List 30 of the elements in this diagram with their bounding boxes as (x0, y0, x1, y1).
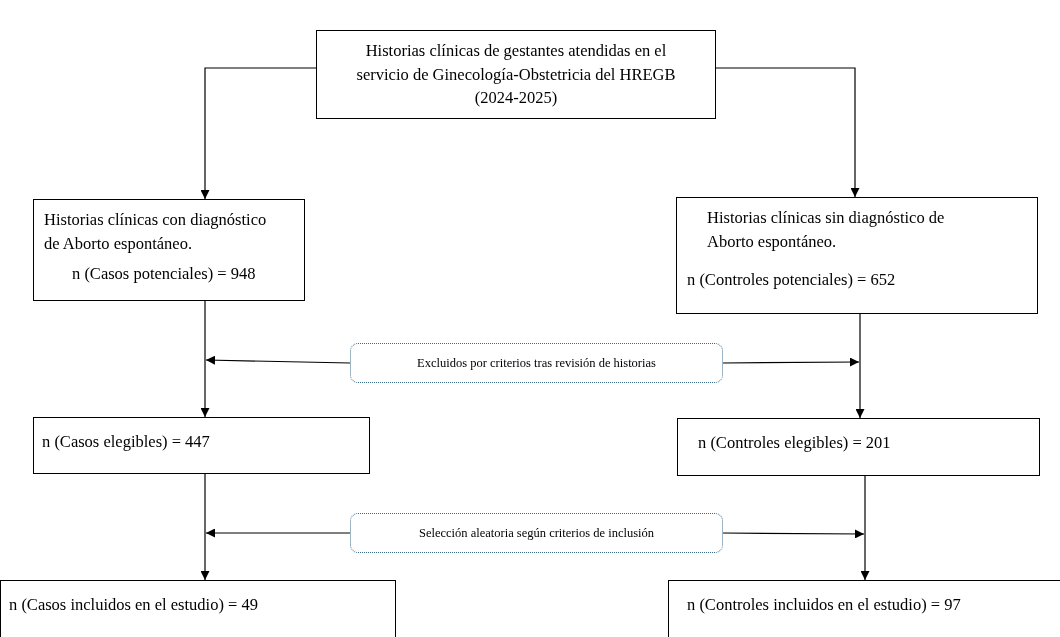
note-box (350, 343, 723, 383)
process-box (0, 580, 396, 637)
box-text: Excluidos por criterios tras revisión de historias (417, 354, 656, 372)
process-box (33, 417, 370, 474)
arrow (200, 300, 210, 418)
process-box (33, 199, 305, 301)
box-text: n (Casos potenciales) = 948 (72, 262, 256, 285)
note-box (350, 513, 723, 553)
box-text: n (Controles incluidos en el estudio) = 97 (687, 594, 961, 616)
arrow (715, 67, 860, 198)
process-box (668, 580, 1060, 637)
process-box (676, 197, 1038, 314)
box-text: n (Casos elegibles) = 447 (42, 431, 210, 453)
box-heading: Historias clínicas con diagnóstico de Aborto espontáneo. (44, 209, 268, 255)
box-text: n (Casos incluidos en el estudio) = 49 (9, 594, 258, 616)
arrow (860, 475, 870, 581)
process-box (677, 418, 1040, 476)
arrow (722, 529, 865, 539)
box-heading: Historias clínicas sin diagnóstico de Aborto espontáneo. (707, 207, 946, 253)
arrow (205, 355, 351, 365)
box-text: n (Controles elegibles) = 201 (698, 432, 891, 454)
arrow (855, 313, 865, 419)
arrow (205, 528, 351, 538)
arrow (200, 473, 210, 581)
box-text: Historias clínicas de gestantes atendidas en el servicio de Ginecología-Obstetricia del HREGB (2024-2025) (355, 39, 677, 110)
arrow (722, 357, 860, 367)
process-box (316, 30, 716, 119)
box-text: n (Controles potenciales) = 652 (687, 268, 896, 291)
box-text: Selección aleatoria según criterios de inclusión (419, 524, 654, 542)
arrow (200, 67, 317, 200)
